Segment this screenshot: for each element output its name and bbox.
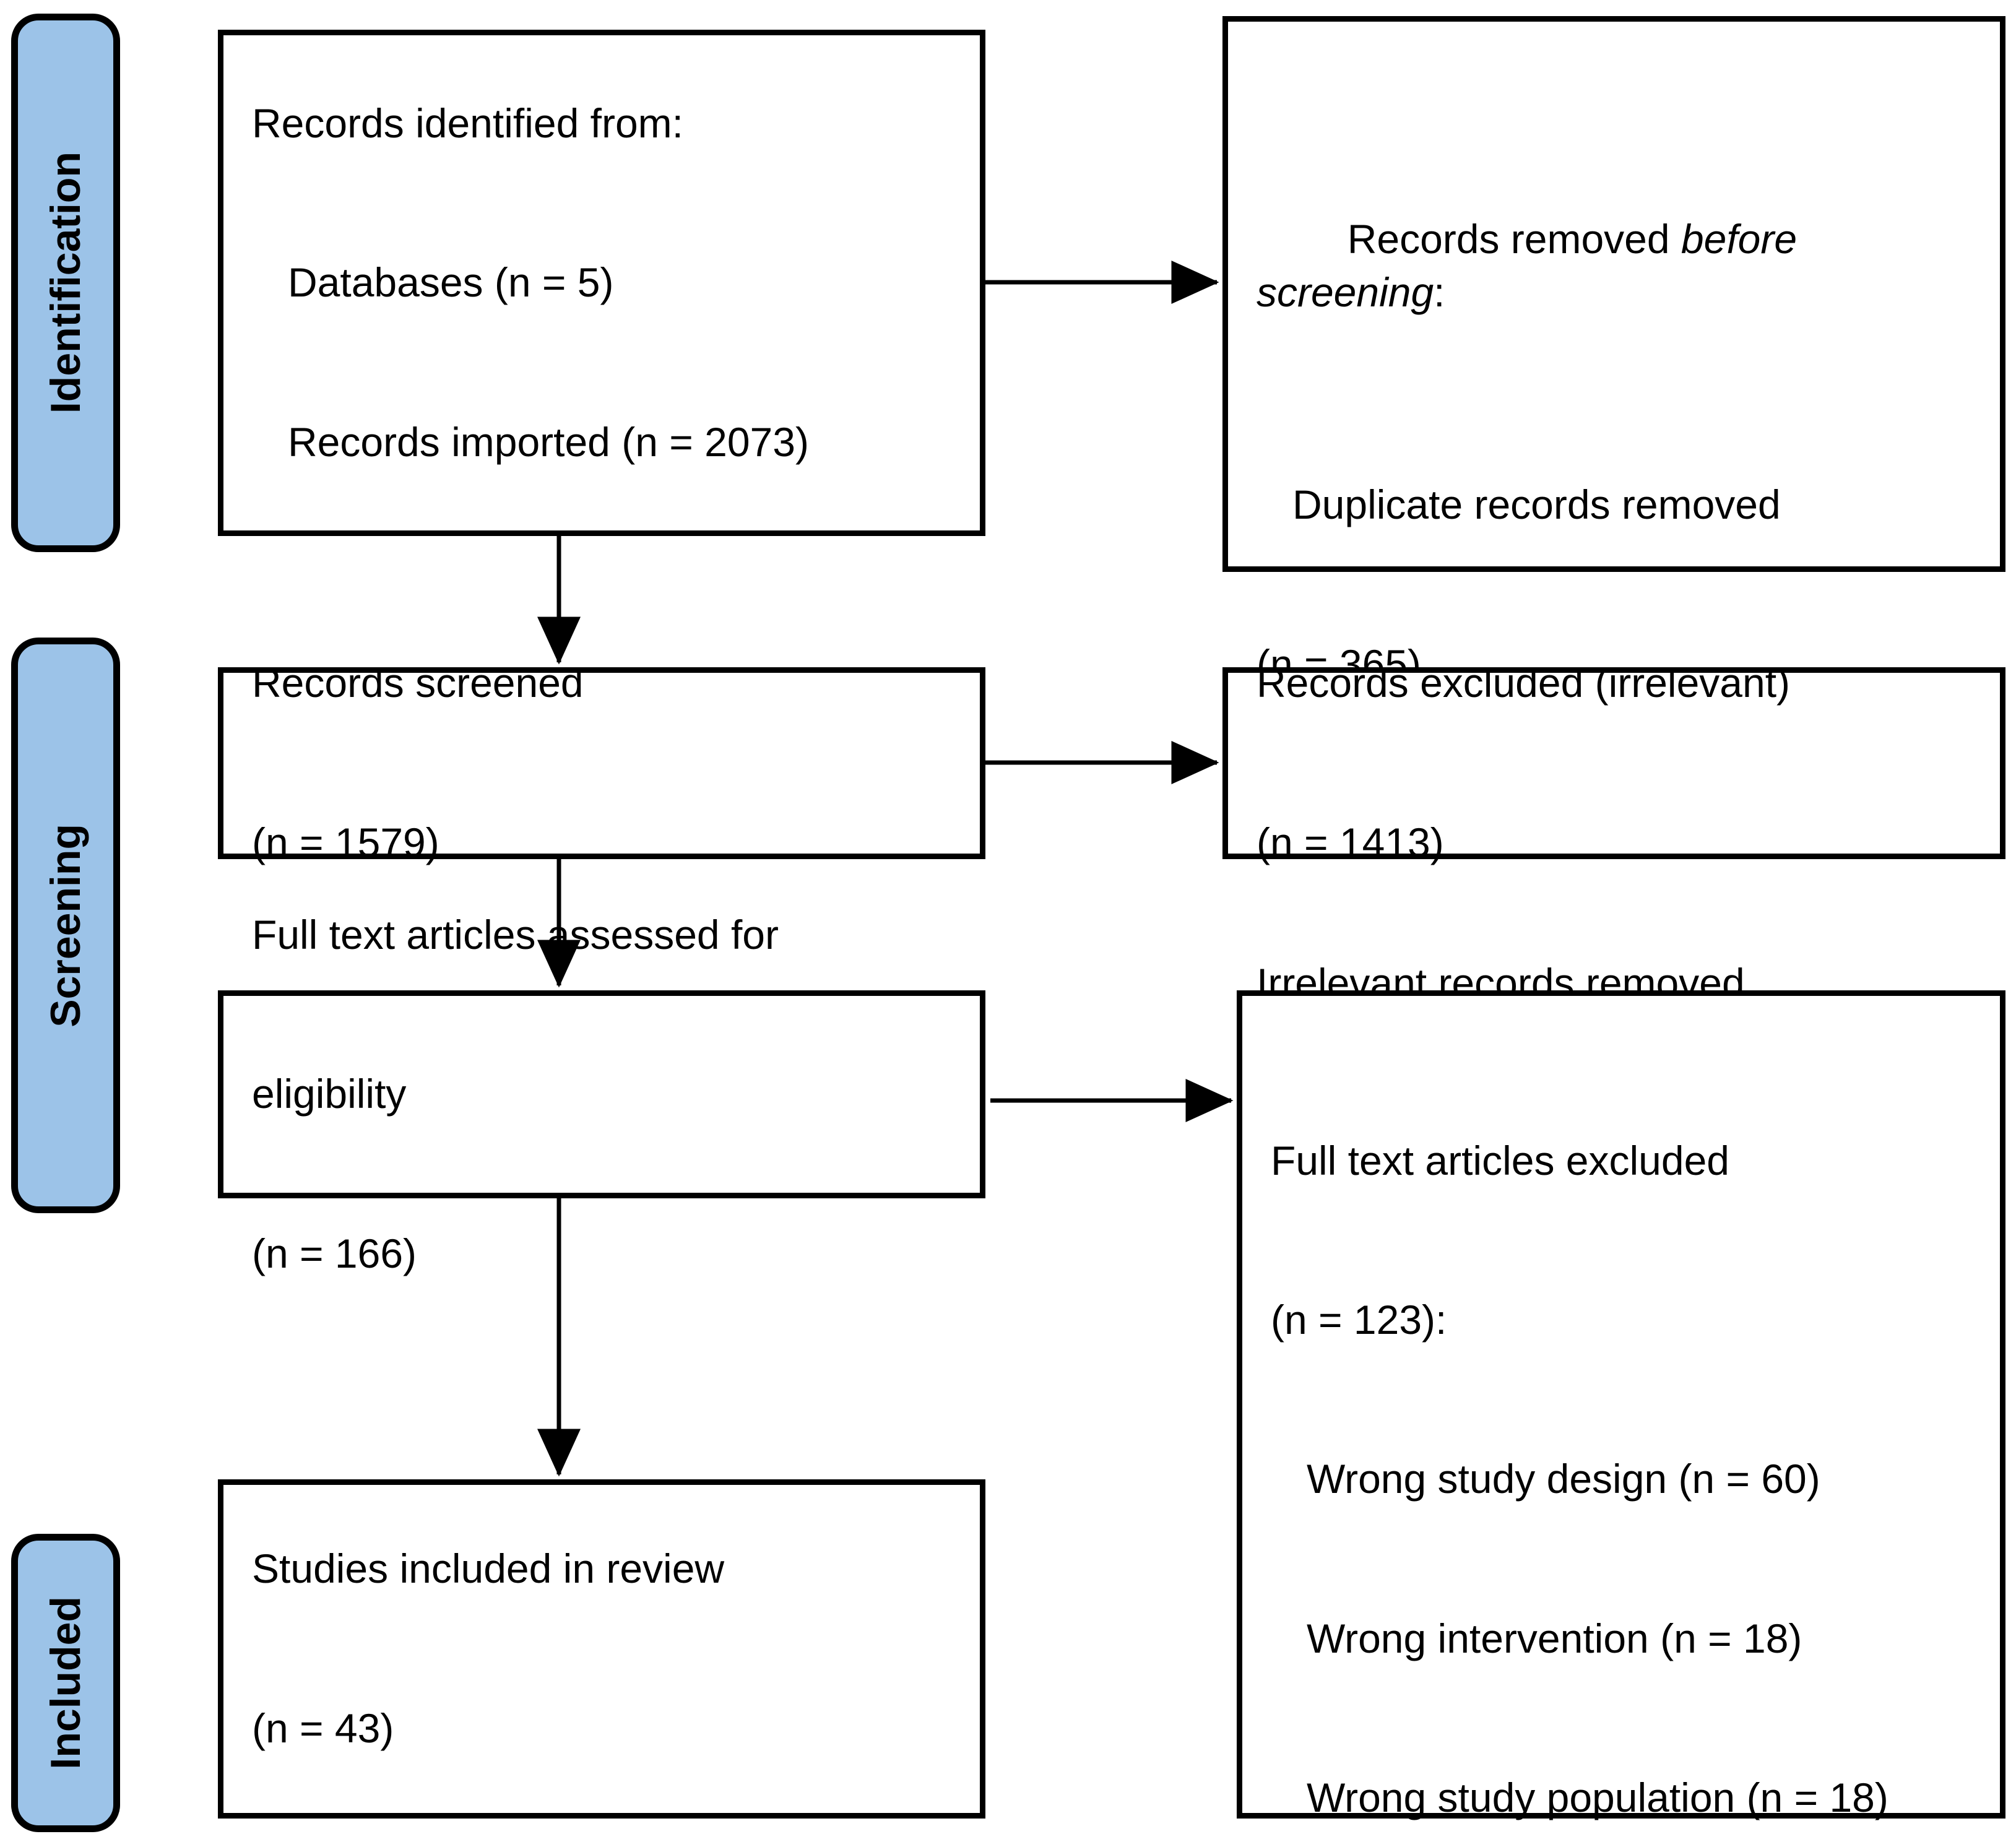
records-screened-label: Records screened (252, 660, 584, 706)
records-identified-databases-n: (n = 5) (494, 259, 614, 306)
records-identified-heading: Records identified from: (252, 100, 683, 146)
fulltext-excluded-heading-n: (n = 123): (1271, 1296, 1447, 1343)
box-records-screened: Records screened (n = 1579) (218, 660, 985, 865)
records-excluded-n: (n = 1413) (1257, 819, 1444, 865)
box-records-excluded-text: Records excluded (irrelevant) (n = 1413) (1228, 551, 2000, 975)
fulltext-assessed-label-line1: Full text articles assessed for (252, 911, 779, 958)
studies-included-label: Studies included in review (252, 1546, 725, 1592)
stage-band-screening-label: Screening (42, 823, 89, 1027)
stage-band-identification: Identification (11, 14, 120, 552)
records-screened-n: (n = 1579) (252, 819, 439, 865)
box-records-removed-text: Records removed before screening: Duplic… (1228, 22, 2000, 1275)
records-removed-heading-plain: Records removed (1347, 216, 1681, 262)
studies-included-n: (n = 43) (252, 1705, 394, 1751)
exclusion-reason-n: (n = 18) (1660, 1615, 1802, 1661)
stage-band-identification-label: Identification (42, 152, 89, 414)
records-removed-heading-italic: before screening (1257, 216, 1809, 316)
box-studies-included-text: Studies included in review (n = 43) (223, 1437, 980, 1847)
records-identified-imported-n: (n = 2073) (621, 418, 809, 465)
box-fulltext-excluded: Full text articles excluded (n = 123): W… (1237, 990, 2005, 1820)
fulltext-excluded-heading: Full text articles excluded (1271, 1137, 1729, 1183)
box-fulltext-excluded-text: Full text articles excluded (n = 123): W… (1242, 996, 2000, 1847)
fulltext-assessed-label-line2: eligibility (252, 1071, 407, 1117)
box-records-identified: Records identified from: Databases (n = … (218, 30, 985, 536)
records-removed-heading-colon: : (1434, 269, 1445, 316)
box-records-screened-text: Records screened (n = 1579) (223, 551, 980, 975)
exclusion-reason-n: (n = 60) (1678, 1456, 1820, 1502)
box-fulltext-assessed-text: Full text articles assessed for eligibil… (223, 802, 980, 1386)
exclusion-reason-label: Wrong study population (1307, 1775, 1736, 1821)
exclusion-reason-item: Wrong study design (n = 60) (1271, 1453, 1971, 1506)
stage-band-screening: Screening (11, 638, 120, 1213)
exclusion-reason-label: Wrong intervention (1307, 1615, 1649, 1661)
records-identified-imported-label: Records imported (288, 418, 610, 465)
exclusion-reason-item: Wrong intervention (n = 18) (1271, 1612, 1971, 1666)
stage-band-included: Included (11, 1534, 120, 1832)
fulltext-assessed-n: (n = 166) (252, 1230, 417, 1276)
exclusion-reason-n: (n = 18) (1746, 1775, 1888, 1821)
duplicate-records-removed-label: Duplicate records removed (1292, 482, 1781, 528)
box-studies-included: Studies included in review (n = 43) (218, 1479, 985, 1819)
records-identified-databases-label: Databases (288, 259, 483, 306)
exclusion-reason-item: Wrong study population (n = 18) (1271, 1771, 1971, 1825)
box-records-excluded: Records excluded (irrelevant) (n = 1413) (1222, 660, 2005, 865)
box-records-removed-before-screening: Records removed before screening: Duplic… (1222, 16, 2005, 1165)
exclusion-reason-label: Wrong study design (1307, 1456, 1668, 1502)
stage-band-included-label: Included (42, 1596, 89, 1770)
records-excluded-label: Records excluded (irrelevant) (1257, 660, 1791, 706)
box-records-identified-text: Records identified from: Databases (n = … (223, 0, 980, 575)
box-fulltext-assessed: Full text articles assessed for eligibil… (218, 912, 985, 1276)
